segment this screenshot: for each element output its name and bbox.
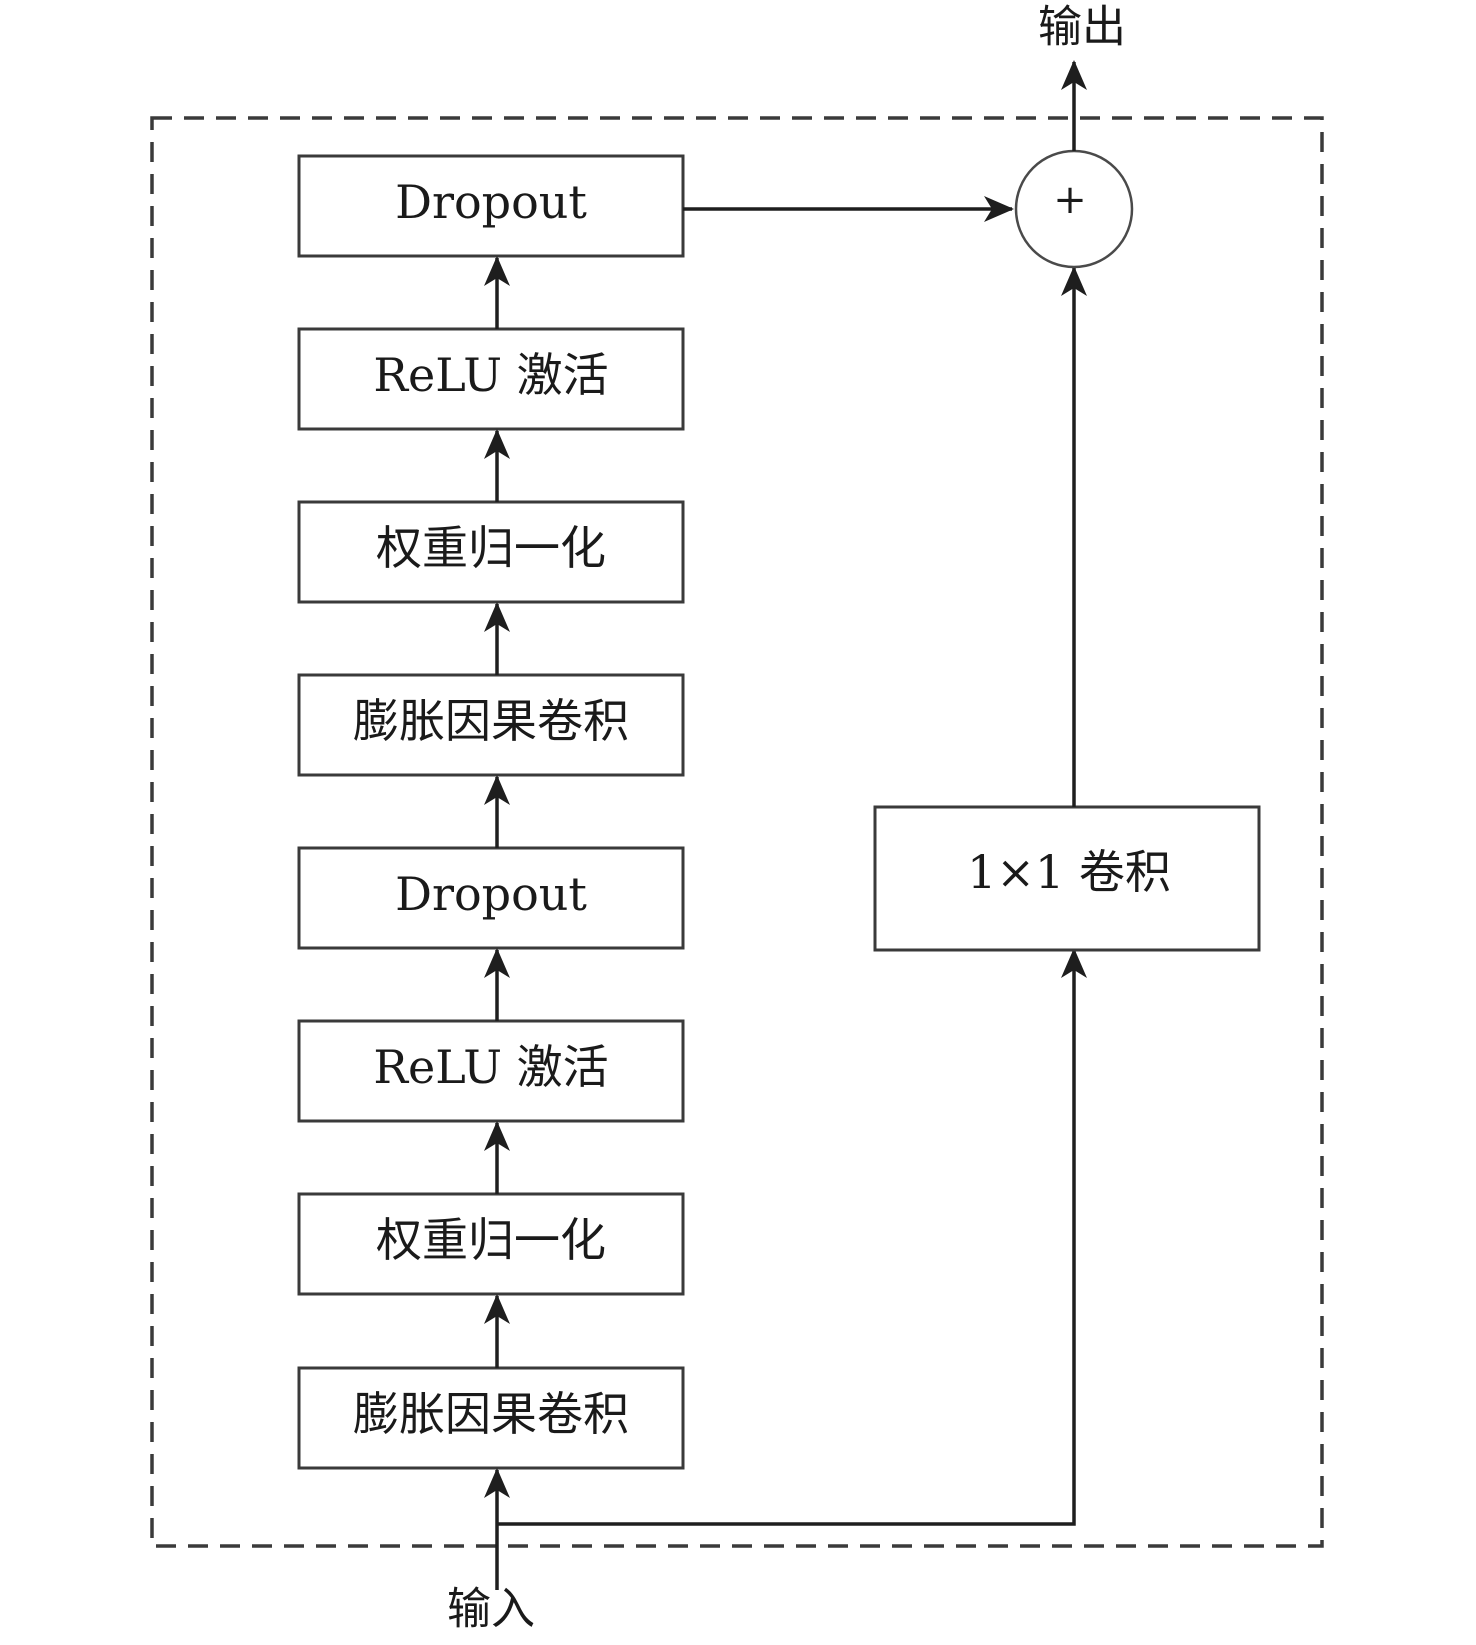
stack-box-label: Dropout [395,175,587,229]
stack-box-label: 膨胀因果卷积 [353,694,629,748]
stack-box-label: ReLU 激活 [373,1040,608,1094]
stack-box-label: Dropout [395,867,587,921]
plus-symbol: + [1053,177,1087,223]
output-label: 输出 [1038,2,1126,53]
left-stack: 膨胀因果卷积 权重归一化 ReLU 激活 Dropout 膨胀因果卷积 权重归一… [297,154,685,1470]
stack-box-dropout-1: Dropout [297,846,685,950]
arrow-input-to-shortcut [497,948,1087,1526]
stack-box-label: ReLU 激活 [373,348,608,402]
adder-node: + [1014,149,1134,269]
residual-block-frame [150,116,1324,1548]
shortcut-box-label: 1×1 卷积 [967,845,1171,899]
stack-box-label: 权重归一化 [376,1213,606,1267]
stack-box-dilated-causal-conv-2: 膨胀因果卷积 [297,673,685,777]
input-label: 输入 [447,1584,535,1635]
stack-box-weight-norm-1: 权重归一化 [297,1192,685,1296]
stack-box-relu-2: ReLU 激活 [297,327,685,431]
shortcut-box-1x1-conv: 1×1 卷积 [873,805,1261,952]
stack-box-dropout-2: Dropout [297,154,685,258]
stack-box-weight-norm-2: 权重归一化 [297,500,685,604]
stack-box-dilated-causal-conv-1: 膨胀因果卷积 [297,1366,685,1470]
stack-box-label: 膨胀因果卷积 [353,1387,629,1441]
stack-box-label: 权重归一化 [376,521,606,575]
stack-box-relu-1: ReLU 激活 [297,1019,685,1123]
